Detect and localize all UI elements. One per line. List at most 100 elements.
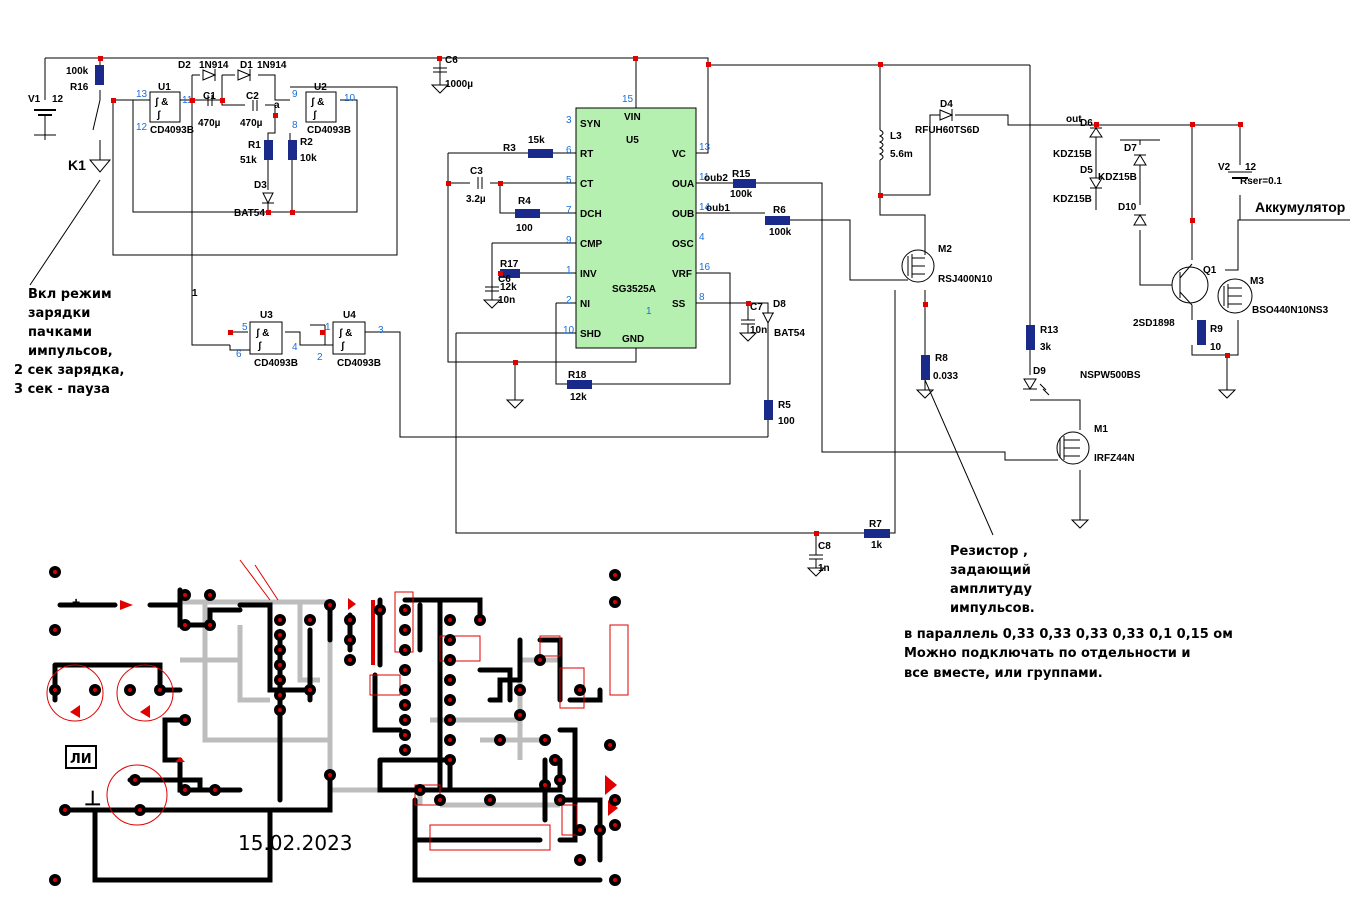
pcb-pad-hole — [53, 570, 57, 574]
r8-value: 0.033 — [933, 371, 958, 382]
pcb-pad-hole — [448, 698, 452, 702]
c8-capacitor: C8 1n — [806, 541, 831, 577]
c1-value: 470µ — [198, 118, 221, 129]
u5-pin-number: 2 — [566, 295, 572, 306]
pcb-pad-hole — [63, 808, 67, 812]
pcb-date: 15.02.2023 — [238, 831, 353, 855]
r13-value: 3k — [1040, 342, 1052, 353]
resistor-line-2: амплитуду — [950, 582, 1033, 597]
pcb-pad-hole — [208, 593, 212, 597]
net-out-label: out — [1066, 114, 1082, 125]
c3-name: C3 — [470, 166, 483, 177]
u1-pin-out: 11 — [182, 95, 193, 106]
r1-value: 51k — [240, 155, 257, 166]
u4-pin-out: 3 — [378, 325, 384, 336]
u3-type: CD4093B — [254, 358, 298, 369]
u1-gate: ʃ & ʃ U1 CD4093B 13 12 11 — [136, 82, 194, 136]
c7-name: C7 — [750, 302, 763, 313]
pcb-pad-hole — [183, 593, 187, 597]
mode-line-4: 2 сек зарядка, — [14, 363, 124, 378]
u5-pin-name: OUA — [672, 179, 694, 190]
pcb-pad-hole — [558, 798, 562, 802]
parallel-line-0: в параллель 0,33 0,33 0,33 0,33 0,1 0,15… — [904, 627, 1233, 642]
pcb-pad-hole — [448, 638, 452, 642]
pcb-pad-hole — [278, 633, 282, 637]
c7-capacitor: C7 10n — [738, 302, 767, 342]
pcb-plus-label: + — [72, 594, 80, 610]
r17-resistor: R17 12k — [500, 259, 520, 293]
u5-ic: VIN 15 U5 SG3525A GND 1 SYN3RT6CT5DCH7CM… — [563, 94, 711, 349]
r9-resistor: R9 10 — [1197, 320, 1237, 399]
l3-inductor: L3 5.6m — [878, 129, 913, 161]
u4-gate: ʃ & ʃ U4 CD4093B 1 2 3 — [317, 310, 384, 369]
pcb-pad-hole — [348, 658, 352, 662]
pcb-pad-hole — [613, 823, 617, 827]
pcb-pad-hole — [53, 688, 57, 692]
mode-line-1: зарядки — [28, 306, 90, 321]
d9-name: D9 — [1033, 366, 1046, 377]
pcb-pad-hole — [518, 713, 522, 717]
pcb-pad-hole — [608, 743, 612, 747]
r2-name: R2 — [300, 137, 313, 148]
u2-type: CD4093B — [307, 125, 351, 136]
u5-pin-number: 7 — [566, 205, 572, 216]
r8-resistor: R8 0.033 — [915, 353, 994, 536]
pcb-pad-hole — [208, 623, 212, 627]
pcb-pad-hole — [183, 623, 187, 627]
pcb-pad-hole — [403, 748, 407, 752]
u1-pin-in1: 13 — [136, 89, 148, 100]
c1-name: C1 — [203, 91, 216, 102]
v2-value: 12 — [1245, 162, 1257, 173]
d7-name: D7 — [1124, 143, 1137, 154]
pcb-pad-hole — [348, 638, 352, 642]
u5-pin-bottom-name: GND — [622, 334, 644, 345]
v2-rser: Rser=0.1 — [1240, 176, 1282, 187]
d1-name: D1 — [240, 60, 253, 71]
d4-diode: D4 RFUH60TS6D — [915, 99, 979, 136]
pcb-pad-hole — [543, 783, 547, 787]
pcb-logo-text: ЛИ — [70, 752, 92, 767]
pcb-pad-hole — [598, 828, 602, 832]
v1-name: V1 — [28, 94, 41, 105]
k1-switch: K1 — [29, 157, 112, 286]
u5-pin-name: OUB — [672, 209, 694, 220]
svg-text:ʃ &: ʃ & — [338, 328, 352, 339]
resistor-note: Резистор , задающий амплитуду импульсов. — [950, 544, 1035, 616]
svg-text:ʃ: ʃ — [340, 341, 345, 352]
c8-value: 1n — [818, 563, 830, 574]
u3-gate: ʃ & ʃ U3 CD4093B 5 6 4 — [236, 310, 298, 369]
u5-name: U5 — [626, 135, 639, 146]
d4-name: D4 — [940, 99, 953, 110]
pcb-pad-hole — [278, 678, 282, 682]
l3-name: L3 — [890, 131, 902, 142]
r4-name: R4 — [518, 196, 531, 207]
u5-pin-number: 4 — [699, 232, 705, 243]
pcb-pad-hole — [403, 668, 407, 672]
u5-pin-name: SHD — [580, 329, 601, 340]
r1-resistor: R1 51k — [240, 140, 273, 166]
pcb-pad-hole — [578, 828, 582, 832]
r16-resistor: 100k R16 — [66, 65, 104, 93]
r9-value: 10 — [1210, 342, 1222, 353]
m2-mosfet: M2 RSJ400N10 — [901, 244, 993, 285]
r17-name: R17 — [500, 259, 519, 270]
r6-value: 100k — [769, 227, 792, 238]
r13-name: R13 — [1040, 325, 1059, 336]
pcb-pad-hole — [448, 738, 452, 742]
d9-type: NSPW500BS — [1080, 370, 1141, 381]
d8-diode: D8 BAT54 — [762, 299, 805, 339]
u5-pin-number: 16 — [699, 262, 711, 273]
mode-line-2: пачками — [28, 325, 92, 340]
d7-type: KDZ15B — [1098, 172, 1137, 183]
u5-type: SG3525A — [612, 284, 656, 295]
r13-resistor: R13 3k — [1026, 325, 1059, 353]
c7-value: 10n — [750, 325, 767, 336]
u5-pin-number: 1 — [566, 265, 572, 276]
d3-name: D3 — [254, 180, 267, 191]
u4-pin-in2: 2 — [317, 352, 323, 363]
pcb-pad-hole — [328, 773, 332, 777]
pcb-pad-hole — [278, 663, 282, 667]
svg-text:ʃ: ʃ — [156, 110, 161, 121]
pcb-layout: + ⊥ 15.02.2023 ЛИ — [46, 559, 629, 886]
mode-line-3: импульсов, — [28, 344, 113, 359]
